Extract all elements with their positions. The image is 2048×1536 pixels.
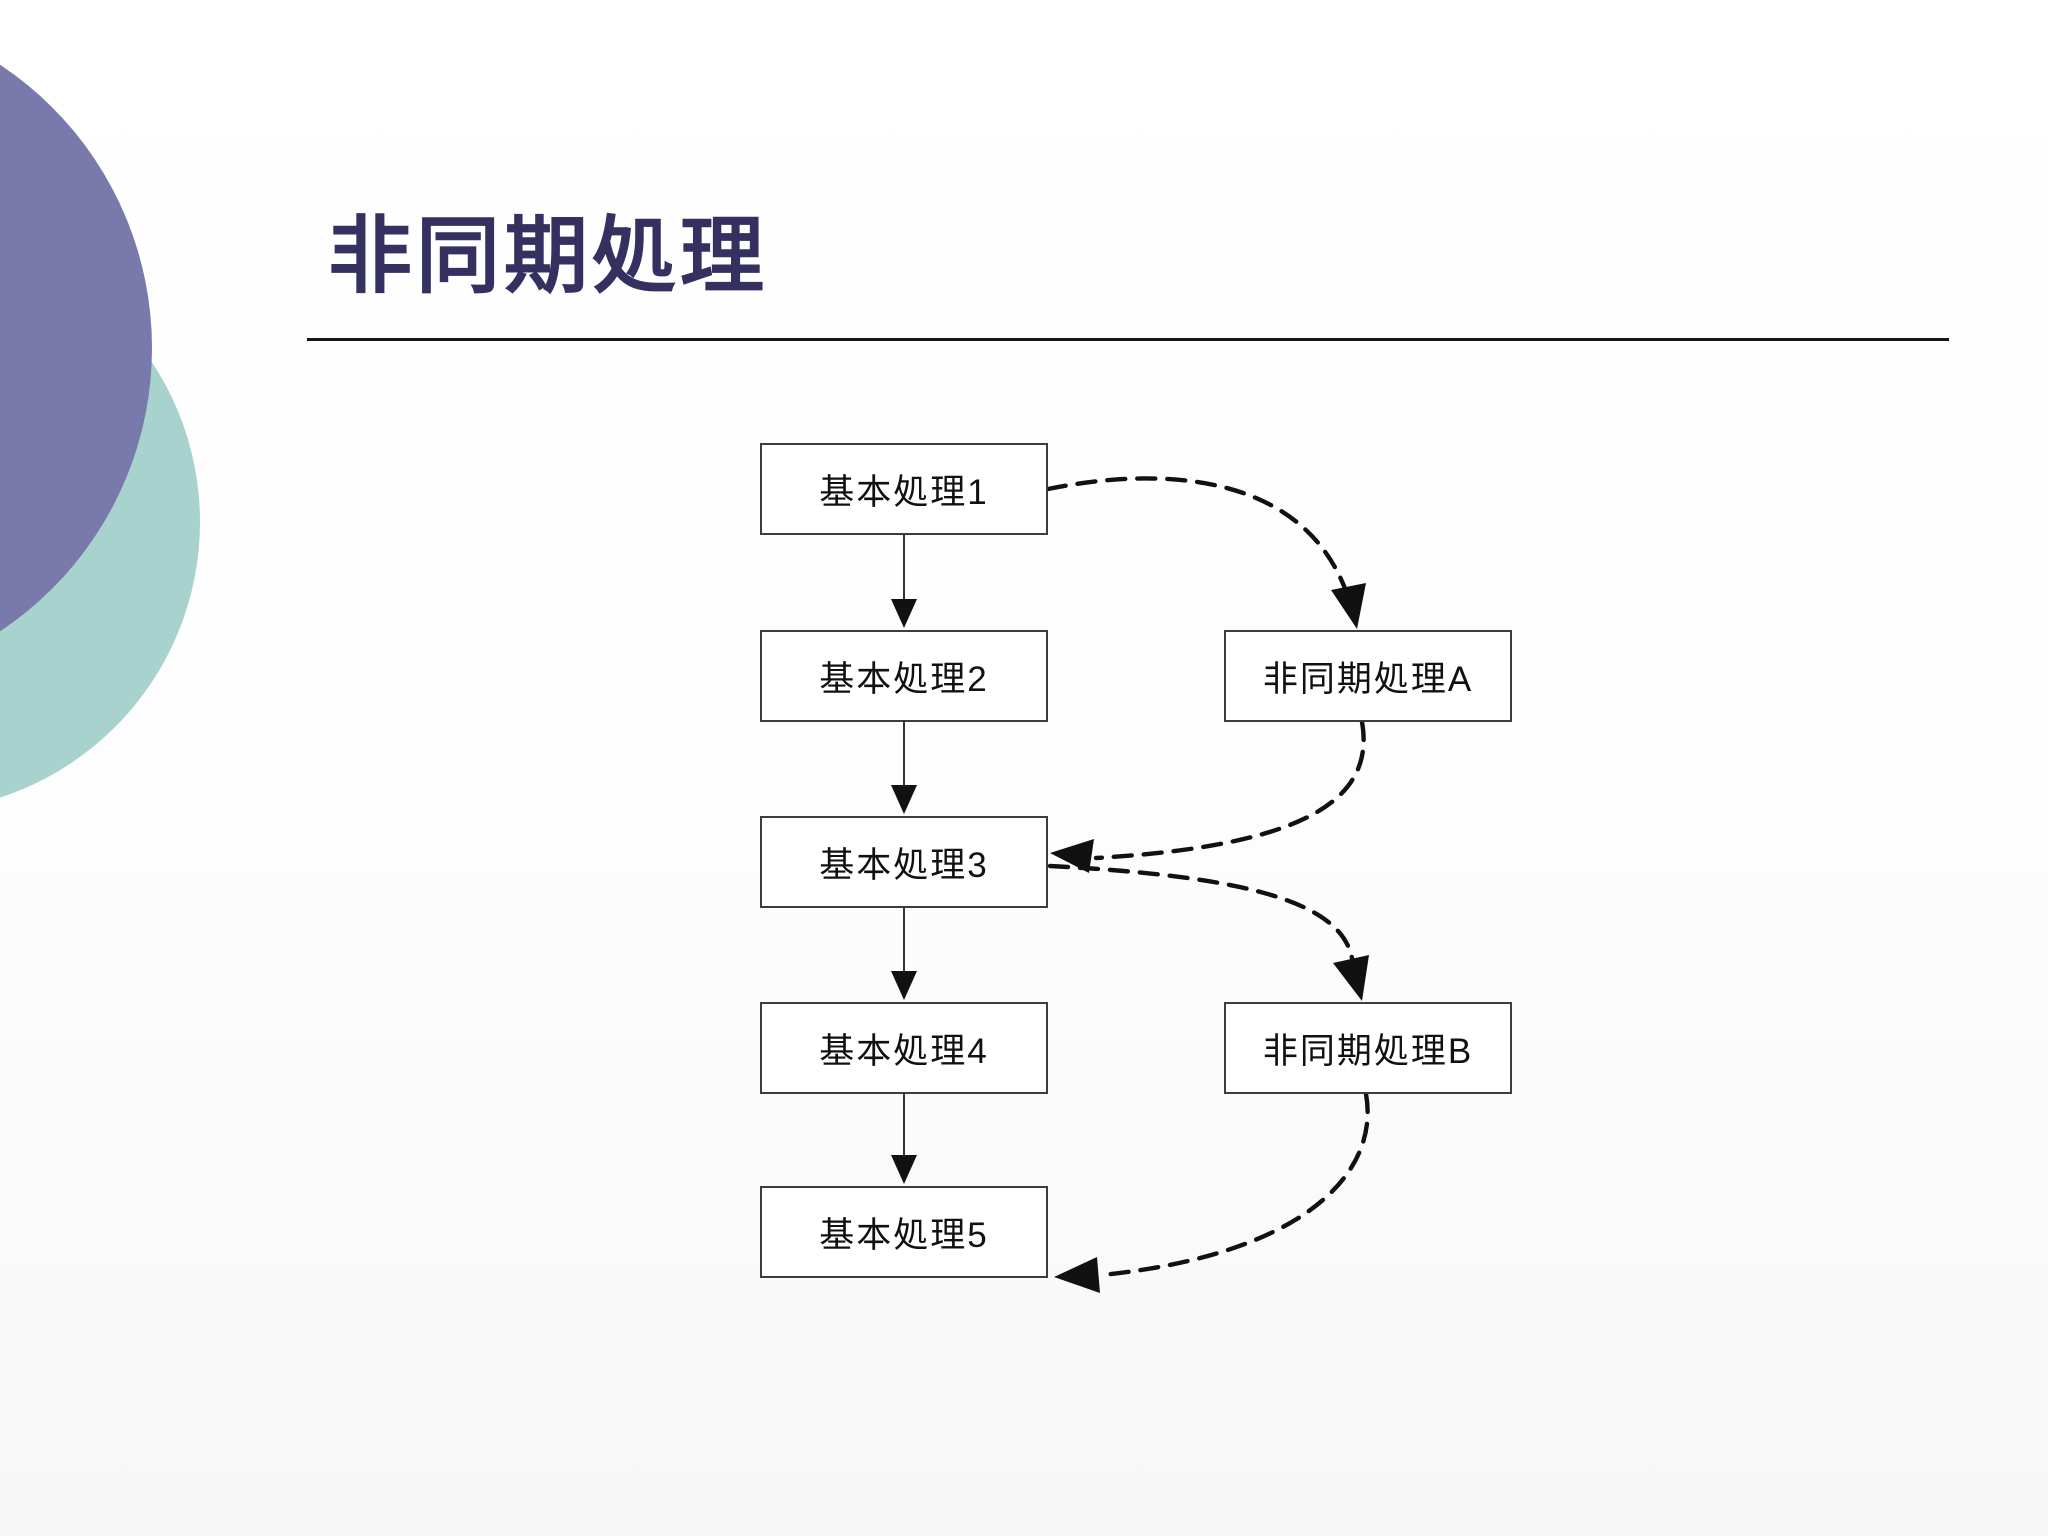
title-underline	[307, 338, 1949, 341]
arrow-basic1-basic2	[891, 535, 917, 628]
dashed-arrow-basic3-asyncB	[1047, 863, 1369, 1001]
page-title: 非同期処理	[328, 209, 769, 303]
arrow-basic4-basic5	[891, 1094, 917, 1184]
flow-box-label: 非同期処理A	[1262, 659, 1474, 699]
flow-box-label: 基本処理4	[819, 1031, 989, 1071]
flow-box-basic-5: 基本処理5	[760, 1186, 1048, 1278]
dashed-arrow-asyncA-basic3	[1050, 719, 1366, 873]
flow-box-label: 基本処理5	[819, 1215, 989, 1255]
flow-box-basic-2: 基本処理2	[760, 630, 1048, 722]
dashed-async-arrows	[1045, 476, 1370, 1293]
flow-box-basic-1: 基本処理1	[760, 443, 1048, 535]
flow-box-basic-3: 基本処理3	[760, 816, 1048, 908]
arrow-basic2-basic3	[891, 722, 917, 814]
dashed-arrow-basic1-asyncA	[1045, 476, 1366, 629]
flow-box-label: 基本処理2	[819, 659, 989, 699]
flow-box-label: 非同期処理B	[1262, 1031, 1474, 1071]
flow-box-basic-4: 基本処理4	[760, 1002, 1048, 1094]
flow-box-async-a: 非同期処理A	[1224, 630, 1512, 722]
flow-box-async-b: 非同期処理B	[1224, 1002, 1512, 1094]
dashed-arrow-asyncB-basic5	[1054, 1091, 1370, 1293]
flow-box-label: 基本処理1	[819, 472, 989, 512]
arrow-basic3-basic4	[891, 908, 917, 1000]
solid-flow-arrows	[891, 535, 917, 1184]
flow-box-label: 基本処理3	[819, 845, 989, 885]
